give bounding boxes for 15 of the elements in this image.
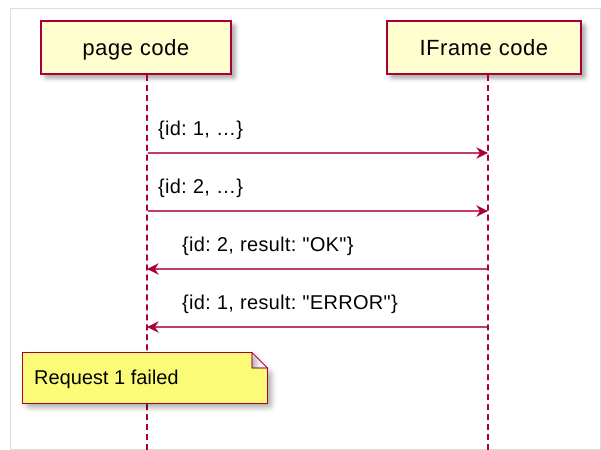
node-label: page code — [82, 34, 190, 60]
participant-box — [40, 20, 232, 75]
message-arrow — [148, 147, 488, 159]
message-label: {id: 1, result: "ERROR"} — [182, 292, 398, 314]
message-arrow — [147, 263, 487, 275]
node-label: IFrame code — [420, 34, 548, 60]
note-box — [22, 352, 268, 404]
lifeline — [487, 75, 489, 450]
node-label: Request 1 failed — [34, 366, 179, 390]
message-label: {id: 1, …} — [158, 118, 244, 140]
participant-box — [386, 20, 582, 75]
message-label: {id: 2, result: "OK"} — [182, 234, 354, 256]
message-label: {id: 2, …} — [158, 176, 244, 198]
message-arrow — [148, 205, 488, 217]
message-arrow — [147, 321, 487, 333]
